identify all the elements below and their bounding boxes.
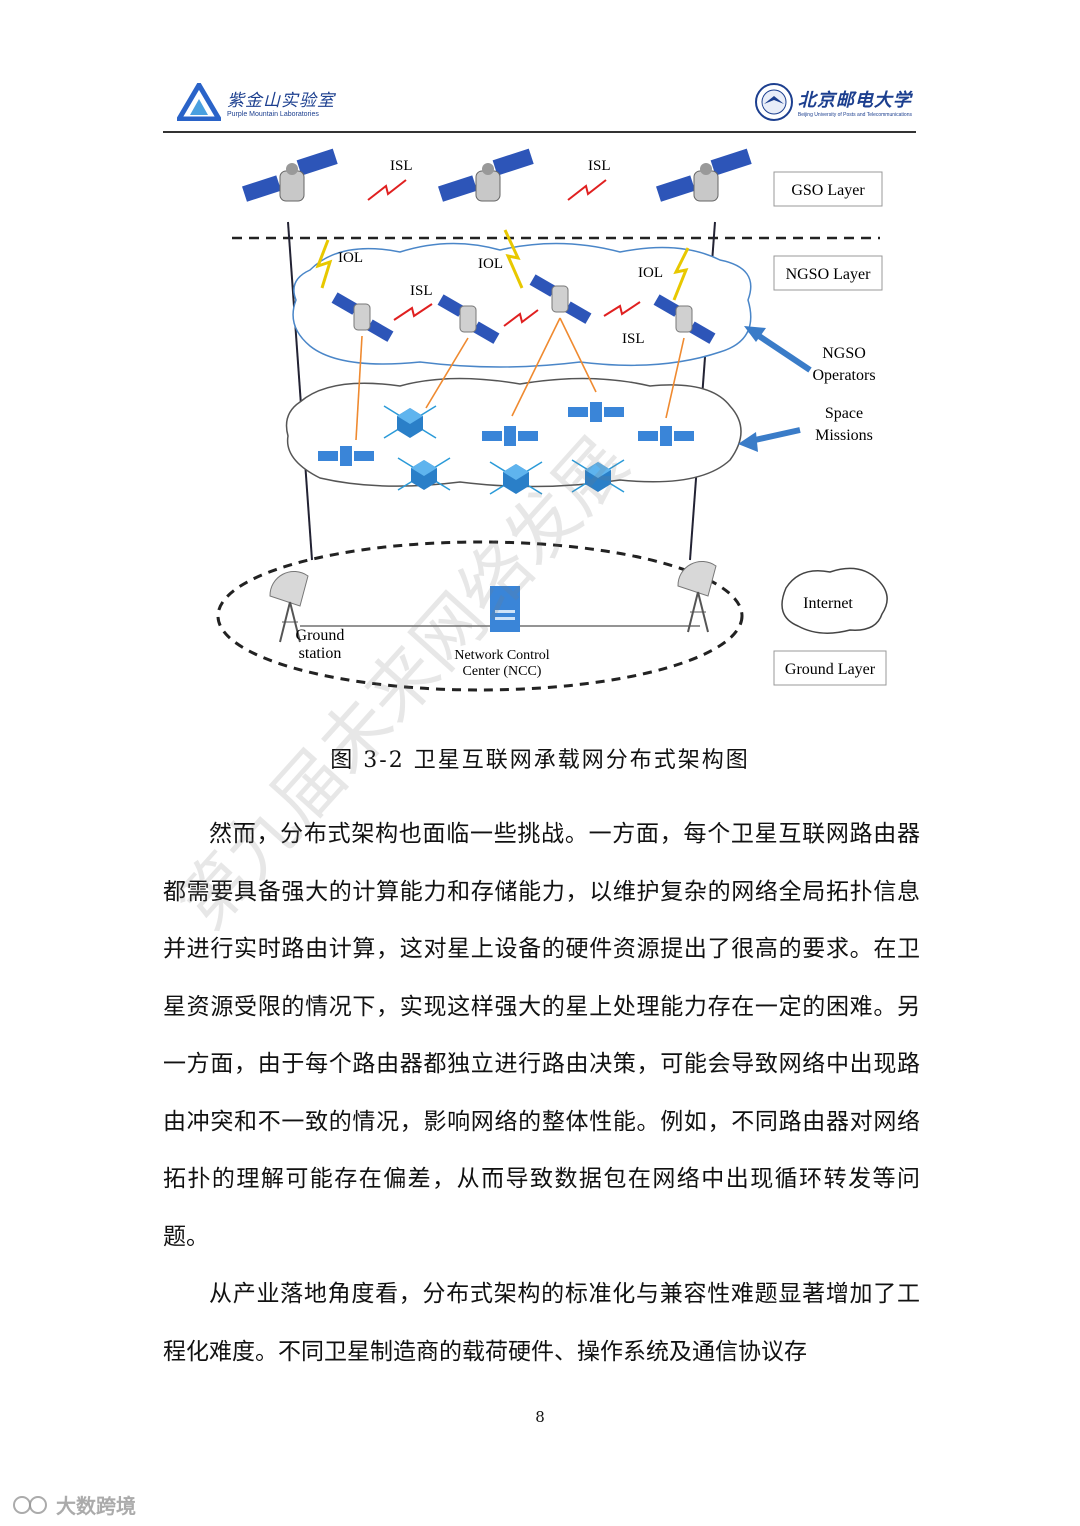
internet-label: Internet	[803, 595, 853, 612]
iol-label: IOL	[338, 250, 363, 266]
bupt-name-cn: 北京邮电大学	[798, 86, 912, 112]
body-paragraph: 从产业落地角度看，分布式架构的标准化与兼容性难题显著增加了工程化难度。不同卫星制…	[163, 1266, 920, 1381]
figure-caption: 图 3-2 卫星互联网承载网分布式架构图	[0, 742, 1080, 774]
isl-label: ISL	[622, 331, 645, 347]
ncc-label: Network Control	[454, 648, 549, 663]
svg-text:GSO Layer: GSO Layer	[791, 182, 865, 199]
ngso-operators-label: NGSO	[822, 345, 866, 362]
ground-station-label: Ground	[296, 627, 345, 644]
bupt-name-en: Beijing University of Posts and Telecomm…	[798, 112, 912, 118]
ncc-label: Center (NCC)	[463, 664, 542, 679]
bupt-logo: 北京邮电大学 Beijing University of Posts and T…	[754, 78, 912, 126]
pml-name-cn: 紫金山实验室	[227, 86, 335, 111]
space-missions-label: Missions	[815, 427, 873, 444]
purple-mountain-logo: 紫金山实验室 Purple Mountain Laboratories	[177, 80, 335, 124]
header-rule	[163, 131, 916, 133]
page-header: 紫金山实验室 Purple Mountain Laboratories 北京邮电…	[163, 72, 916, 134]
gso-satellite	[656, 149, 752, 202]
body-paragraph: 然而，分布式架构也面临一些挑战。一方面，每个卫星互联网路由器都需要具备强大的计算…	[163, 806, 920, 1266]
pml-triangle-icon	[177, 83, 221, 121]
ground-layer-label: Ground Layer	[774, 651, 886, 685]
gso-layer-label: GSO Layer	[774, 172, 882, 206]
brand-watermark: 大数跨境	[12, 1490, 136, 1519]
isl-label: ISL	[588, 158, 611, 174]
isl-bolt-icon	[368, 180, 406, 200]
gso-satellite	[438, 149, 534, 202]
ground-dish-right	[678, 561, 716, 632]
ngso-operators-label: Operators	[812, 367, 875, 384]
paragraph-text: 从产业落地角度看，分布式架构的标准化与兼容性难题显著增加了工程化难度。不同卫星制…	[163, 1266, 920, 1381]
isl-label: ISL	[410, 283, 433, 299]
ground-station-label: station	[299, 645, 342, 662]
bupt-seal-icon	[754, 82, 794, 122]
brand-name: 大数跨境	[56, 1490, 136, 1519]
ncc-server-icon	[490, 586, 520, 632]
brand-logo-icon	[12, 1494, 52, 1516]
paragraph-text: 然而，分布式架构也面临一些挑战。一方面，每个卫星互联网路由器都需要具备强大的计算…	[163, 806, 920, 1266]
gso-satellite	[242, 149, 338, 202]
page-number: 8	[0, 1408, 1080, 1426]
iol-label: IOL	[478, 256, 503, 272]
architecture-figure: GSO Layer NGSO Layer ISL ISL IOL IOL IOL…	[200, 140, 900, 705]
isl-bolt-icon	[568, 180, 606, 200]
svg-text:NGSO Layer: NGSO Layer	[786, 266, 872, 283]
pml-name-en: Purple Mountain Laboratories	[227, 111, 335, 118]
ngso-layer-label: NGSO Layer	[774, 256, 882, 290]
isl-label: ISL	[390, 158, 413, 174]
svg-text:Ground Layer: Ground Layer	[785, 661, 876, 678]
space-missions-label: Space	[825, 405, 863, 422]
iol-label: IOL	[638, 265, 663, 281]
